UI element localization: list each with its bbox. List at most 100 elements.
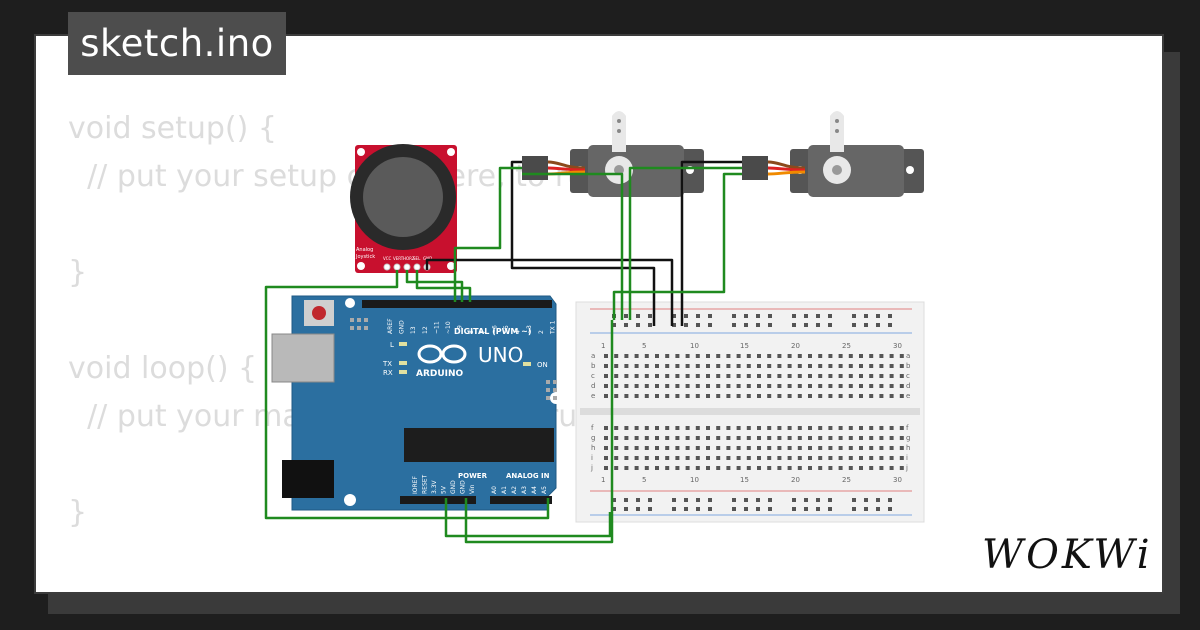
arduino-pin-label: A4 bbox=[531, 486, 538, 494]
bb-col-label: 10 bbox=[690, 476, 699, 484]
bb-row-label: a bbox=[591, 352, 595, 360]
bb-col-label: 10 bbox=[690, 342, 699, 350]
joystick-pin-label: HORZ bbox=[403, 256, 415, 261]
joystick-pin-label: GND bbox=[423, 256, 432, 261]
arduino-pin-label: A0 bbox=[491, 486, 498, 494]
model-label: UNO bbox=[478, 343, 523, 367]
arduino-pin-label: TX 1 bbox=[549, 320, 556, 335]
bb-row-label: c bbox=[906, 372, 910, 380]
wire[interactable] bbox=[510, 160, 656, 326]
arduino-pin-label: 7 bbox=[480, 330, 487, 334]
bb-row-label: h bbox=[591, 444, 595, 452]
digital-label: DIGITAL (PWM ~) bbox=[454, 327, 532, 336]
bb-row-label: f bbox=[906, 424, 909, 432]
arduino-pin-label: 12 bbox=[422, 326, 429, 334]
arduino-pin-label: 4 bbox=[515, 330, 522, 334]
arduino-pin-label: 8 bbox=[468, 330, 475, 334]
bb-row-label: e bbox=[906, 392, 910, 400]
arduino-pin-label: GND bbox=[450, 480, 457, 494]
wire[interactable] bbox=[264, 270, 550, 520]
joystick-label: Analog bbox=[356, 247, 373, 253]
joystick-pin-label: SEL bbox=[413, 256, 421, 261]
arduino-pin-label: IOREF bbox=[412, 476, 419, 494]
breadboard-holes bbox=[604, 314, 904, 511]
bb-col-label: 5 bbox=[642, 476, 646, 484]
bb-row-label: e bbox=[591, 392, 595, 400]
arduino-pin-label: AREF bbox=[387, 318, 394, 334]
bb-row-label: f bbox=[591, 424, 594, 432]
code-line: void loop() { bbox=[68, 351, 258, 386]
arduino-pin-label: 13 bbox=[410, 326, 417, 334]
bb-col-label: 15 bbox=[740, 342, 749, 350]
wires[interactable] bbox=[264, 160, 742, 544]
wokwi-logo-text: WOKWi bbox=[982, 532, 1148, 578]
arduino-pin-label: A3 bbox=[521, 486, 528, 494]
breadboard[interactable]: 1 5 10 15 20 25 30 1 5 10 15 20 25 30 a … bbox=[575, 301, 925, 523]
bb-col-label: 30 bbox=[893, 342, 902, 350]
bb-row-label: j bbox=[590, 464, 593, 472]
wire[interactable] bbox=[522, 172, 624, 320]
power-header[interactable] bbox=[400, 496, 476, 504]
wire[interactable] bbox=[464, 320, 614, 544]
arduino-uno-board[interactable]: DIGITAL (PWM ~) UNO ARDUINO POWER ANALOG… bbox=[271, 295, 568, 511]
arduino-pin-label: A2 bbox=[511, 486, 518, 494]
servo-motor-2[interactable] bbox=[742, 111, 924, 197]
arduino-pin-label: ~3 bbox=[526, 325, 533, 334]
wire[interactable] bbox=[628, 166, 742, 320]
arduino-pin-label: 5V bbox=[441, 485, 448, 494]
servo-connector bbox=[522, 156, 548, 180]
code-line: } bbox=[68, 495, 88, 530]
arduino-pin-label: GND bbox=[399, 320, 406, 334]
bb-row-label: j bbox=[905, 464, 908, 472]
bb-row-label: b bbox=[591, 362, 596, 370]
wire[interactable] bbox=[415, 270, 472, 302]
analog-joystick[interactable]: Analog Joystick VCC VERT HORZ SEL GND bbox=[350, 144, 457, 273]
file-tab[interactable]: sketch.ino bbox=[68, 12, 286, 75]
arduino-pin-label: GND bbox=[460, 480, 467, 494]
arduino-pin-label: ~10 bbox=[445, 321, 452, 334]
arduino-pin-label: ~6 bbox=[491, 325, 498, 334]
wire[interactable] bbox=[453, 166, 522, 302]
bb-row-label: c bbox=[591, 372, 595, 380]
microcontroller-chip bbox=[404, 428, 554, 462]
wire[interactable] bbox=[405, 270, 464, 302]
wire[interactable] bbox=[680, 160, 742, 326]
arduino-logo bbox=[417, 344, 467, 364]
code-line: } bbox=[68, 255, 88, 290]
bb-col-label: 25 bbox=[842, 342, 851, 350]
reset-button-cap[interactable] bbox=[312, 306, 326, 320]
bb-row-label: a bbox=[906, 352, 910, 360]
arduino-pin-label: A5 bbox=[541, 486, 548, 494]
bb-col-label: 1 bbox=[601, 476, 605, 484]
bb-col-label: 25 bbox=[842, 476, 851, 484]
bb-col-label: 15 bbox=[740, 476, 749, 484]
digital-header[interactable] bbox=[362, 300, 552, 308]
bb-row-label: i bbox=[906, 454, 908, 462]
arduino-pin-label: 2 bbox=[538, 330, 545, 334]
bb-col-label: 20 bbox=[791, 342, 800, 350]
bb-col-label: 30 bbox=[893, 476, 902, 484]
wokwi-logo[interactable]: WOKWi bbox=[978, 528, 1148, 578]
servo-motor-1[interactable] bbox=[522, 111, 704, 197]
wire[interactable] bbox=[444, 498, 612, 538]
on-label: ON bbox=[537, 361, 548, 369]
bb-col-label: 20 bbox=[791, 476, 800, 484]
joystick-label: Joystick bbox=[355, 254, 375, 260]
wire[interactable] bbox=[612, 172, 742, 320]
bb-row-label: h bbox=[906, 444, 910, 452]
arduino-pin-label: ~9 bbox=[457, 325, 464, 334]
l-led-label: L bbox=[390, 341, 394, 349]
joystick-pin-label: VERT bbox=[393, 256, 404, 261]
analog-label: ANALOG IN bbox=[506, 472, 550, 480]
analog-header[interactable] bbox=[490, 496, 552, 504]
bb-row-label: g bbox=[906, 434, 910, 442]
bb-col-label: 1 bbox=[601, 342, 605, 350]
power-label: POWER bbox=[458, 472, 488, 480]
arduino-pin-label: A1 bbox=[501, 486, 508, 494]
brand-label: ARDUINO bbox=[416, 369, 464, 379]
servo-connector bbox=[742, 156, 768, 180]
arduino-pin-label: ~11 bbox=[433, 321, 440, 334]
bb-row-label: i bbox=[591, 454, 593, 462]
bb-row-label: d bbox=[591, 382, 595, 390]
